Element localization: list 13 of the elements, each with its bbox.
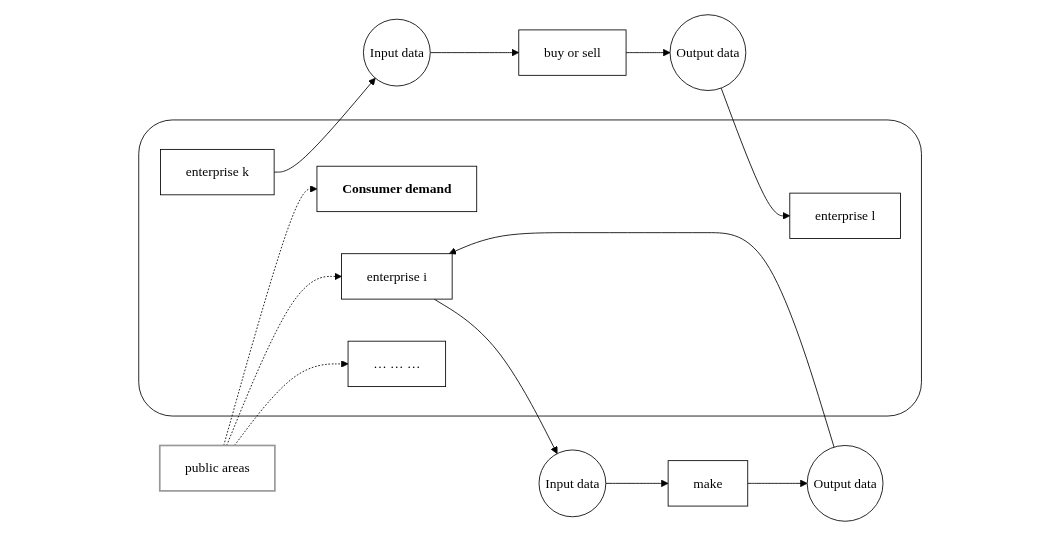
node-circle: Output data [806, 445, 884, 522]
node-box: Consumer demand [316, 165, 478, 213]
node-box: enterprise l [789, 192, 901, 239]
cluster [138, 119, 922, 417]
node-box: make [667, 460, 749, 507]
node-circle: Input data [362, 18, 431, 87]
node-circle: Output data [669, 14, 747, 91]
node-box: public areas [158, 444, 276, 492]
node-box: … … … [347, 340, 446, 387]
node-box: enterprise k [160, 148, 275, 196]
node-box: buy or sell [518, 29, 627, 76]
node-circle: Input data [538, 449, 607, 518]
node-box: enterprise i [341, 253, 453, 300]
